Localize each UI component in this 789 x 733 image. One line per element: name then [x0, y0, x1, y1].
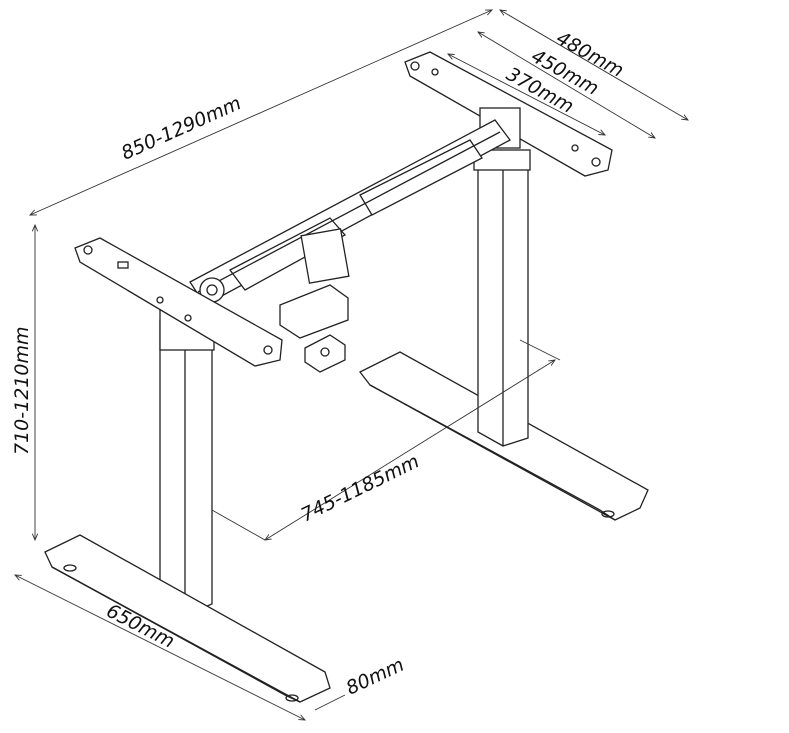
crossbar-with-motor [189, 119, 511, 306]
left-column [159, 309, 215, 615]
dim-label-foot-width: 80mm [343, 654, 408, 700]
right-column [473, 149, 531, 447]
dim-label-height: 710-1210mm [11, 327, 33, 456]
dimension-lines [15, 10, 688, 720]
dim-label-beam-span: 745-1185mm [298, 450, 423, 526]
control-box [279, 284, 349, 373]
